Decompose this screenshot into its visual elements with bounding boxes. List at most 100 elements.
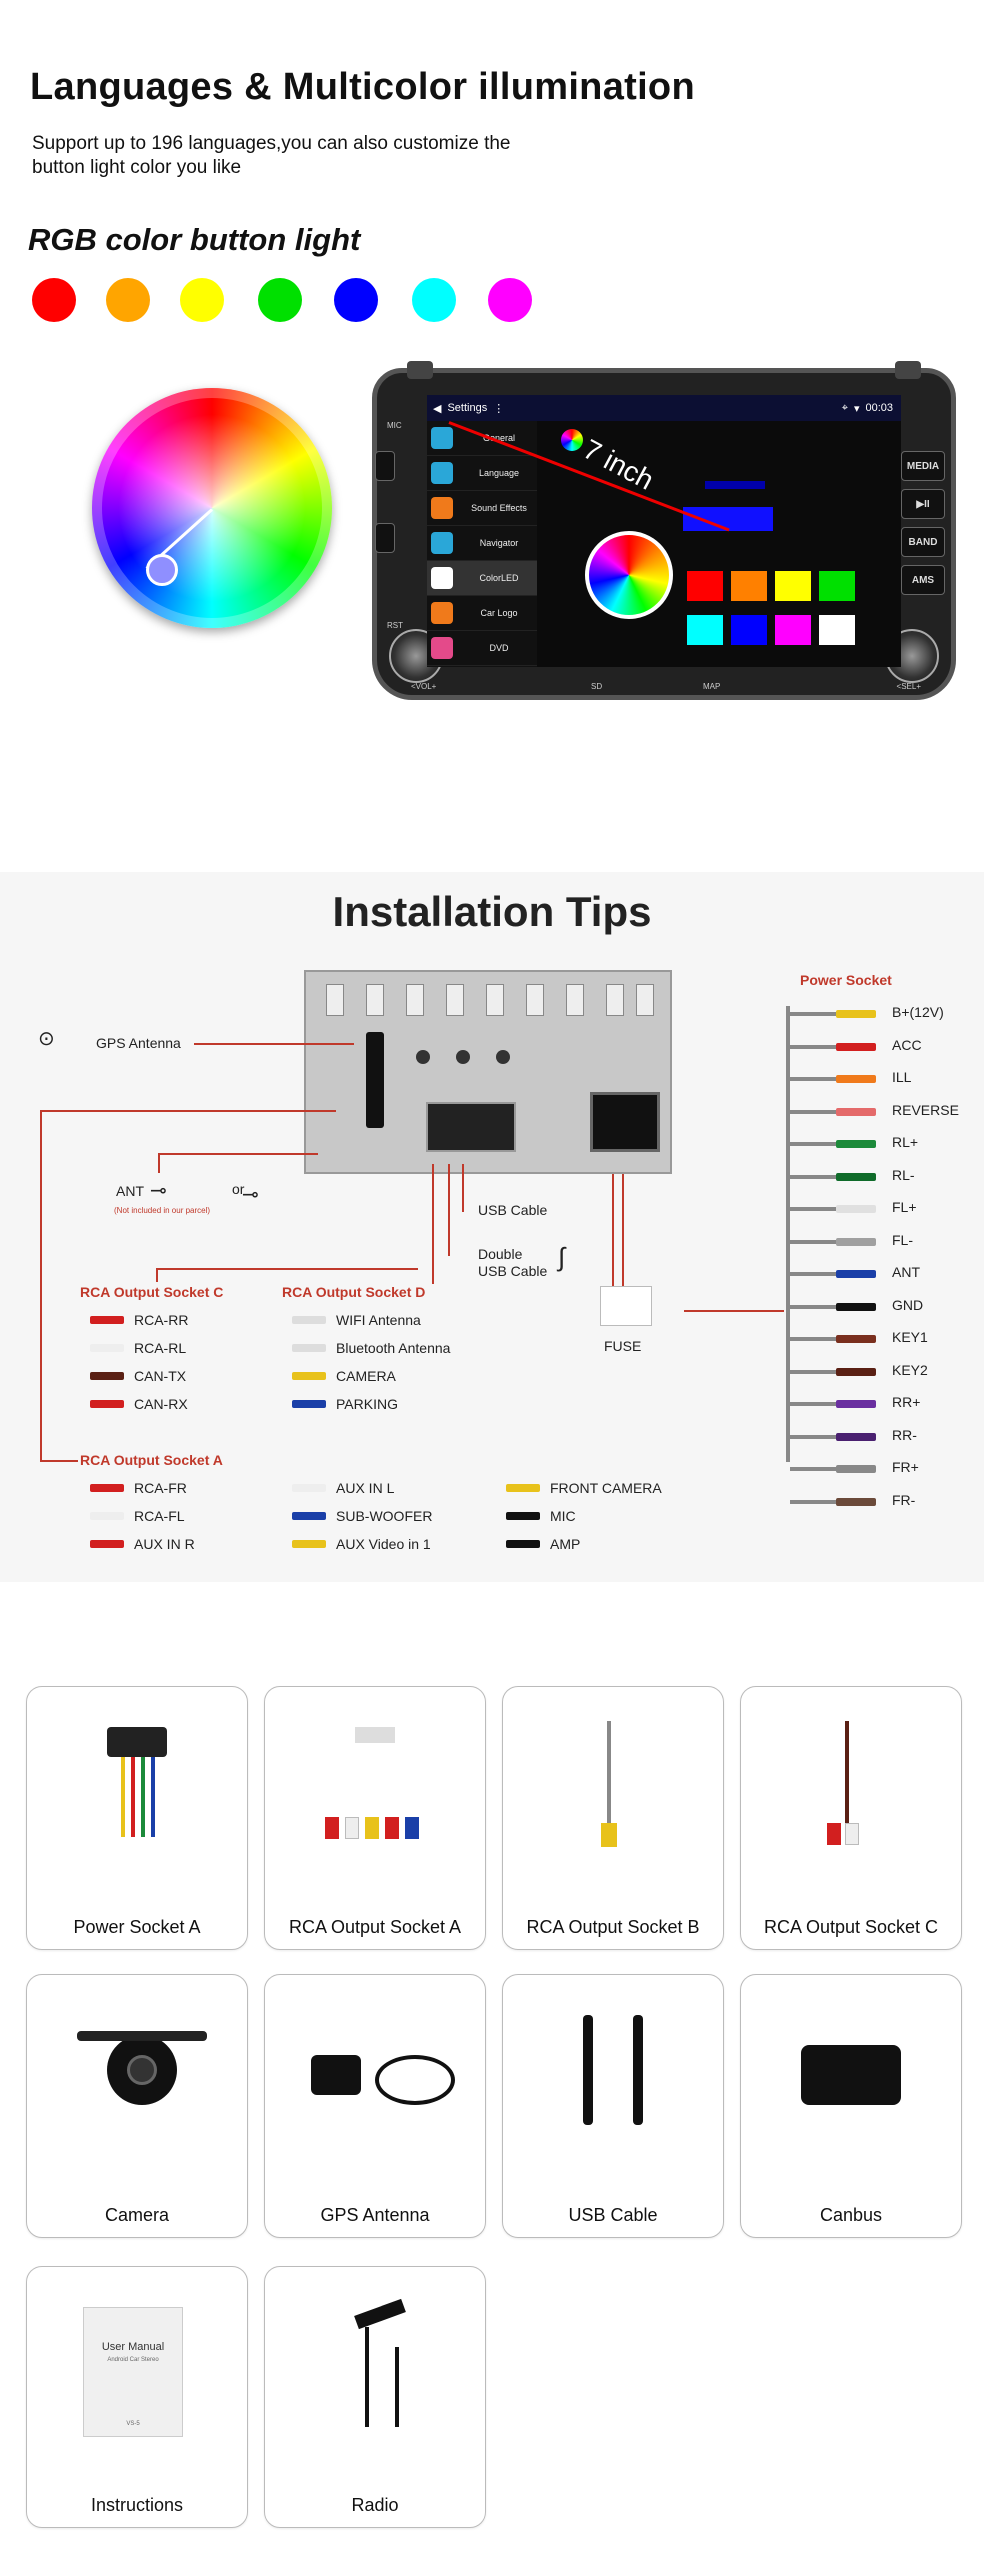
power-wire-color [836, 1367, 876, 1376]
menu-item[interactable]: DVD [427, 631, 537, 666]
rca-label: MIC [550, 1508, 576, 1524]
rca-plug-icon [292, 1512, 326, 1520]
rca-c-wire [156, 1268, 418, 1270]
power-wire-color [836, 1497, 876, 1506]
unit-chassis [304, 970, 672, 1174]
color-swatch[interactable] [775, 615, 811, 645]
ant-wire [158, 1153, 318, 1155]
power-wire-label: RR+ [892, 1394, 921, 1410]
menu-item[interactable]: Car Logo [427, 596, 537, 631]
accessory-name: USB Cable [568, 2205, 658, 2225]
accessory-image [265, 2267, 485, 2437]
menu-item[interactable]: Navigator [427, 526, 537, 561]
ams-button[interactable]: AMS [901, 565, 945, 595]
side-button[interactable] [375, 451, 395, 481]
accessory-card: GPS Antenna [264, 1974, 486, 2238]
color-dot [488, 278, 532, 322]
color-swatch[interactable] [687, 571, 723, 601]
menu-icon [431, 462, 453, 484]
menu-item-label: Car Logo [480, 608, 518, 618]
fuse-wire [622, 1174, 624, 1286]
color-swatch[interactable] [775, 571, 811, 601]
accessory-card: Canbus [740, 1974, 962, 2238]
band-button[interactable]: BAND [901, 527, 945, 557]
rca-plug-icon [90, 1372, 124, 1380]
mini-color-wheel-icon[interactable] [585, 531, 673, 619]
vent [526, 984, 544, 1016]
menu-item[interactable]: Language [427, 456, 537, 491]
power-wire-label: ANT [892, 1264, 920, 1280]
rca-a-wire [40, 1460, 78, 1462]
rca-d-wire [432, 1164, 434, 1284]
more-icon[interactable]: ⋮ [493, 402, 505, 415]
settings-title: Settings [447, 402, 488, 414]
menu-item[interactable]: Sound Effects [427, 491, 537, 526]
or-label: or [232, 1181, 245, 1197]
power-wire-color [836, 1107, 876, 1116]
color-swatch[interactable] [819, 615, 855, 645]
power-wire-color [836, 1140, 876, 1148]
mount-tab [895, 361, 921, 379]
wheel-ring [92, 388, 332, 628]
rca-label: WIFI Antenna [336, 1312, 421, 1328]
menu-item[interactable]: ColorLED [427, 561, 537, 596]
power-wire [790, 1044, 836, 1049]
gps-antenna-icon: ⊙ [38, 1028, 55, 1050]
rca-plug-icon [292, 1540, 326, 1548]
chassis-hole [496, 1050, 510, 1064]
menu-item[interactable]: General [427, 421, 537, 456]
rca-plug-icon [292, 1344, 326, 1352]
manual-title: User Manual [101, 2341, 165, 2353]
power-wire-label: FR- [892, 1491, 916, 1508]
power-wire-color [836, 1400, 876, 1408]
side-button[interactable] [375, 523, 395, 553]
gps-label: GPS Antenna [96, 1035, 181, 1051]
chassis-hole [416, 1050, 430, 1064]
power-wire-label: RL+ [892, 1134, 919, 1150]
color-dot [412, 278, 456, 322]
color-swatch[interactable] [687, 615, 723, 645]
power-wire [790, 1369, 836, 1374]
power-wire-color [836, 1335, 876, 1343]
accessory-name: Power Socket A [73, 1917, 201, 1937]
panel-label [705, 481, 765, 489]
media-button[interactable]: MEDIA [901, 451, 945, 481]
rca-plug-icon [506, 1484, 540, 1492]
power-wire [790, 1304, 836, 1309]
menu-item-label: DVD [489, 643, 509, 653]
accessory-image [741, 1687, 961, 1857]
accessory-card: USB Cable [502, 1974, 724, 2238]
rca-label: AMP [550, 1536, 581, 1552]
rca-plug-icon [90, 1344, 124, 1352]
color-swatch[interactable] [819, 571, 855, 601]
rca-label: AUX IN L [336, 1480, 395, 1496]
usb-cable-label: USB Cable [478, 1202, 548, 1218]
mount-tab [407, 361, 433, 379]
rca-plug-icon [90, 1484, 124, 1492]
color-swatch[interactable] [731, 615, 767, 645]
rca-label: RCA-RL [134, 1340, 187, 1356]
accessory-image [741, 1975, 961, 2145]
power-wire-label: FR+ [892, 1459, 919, 1475]
power-arrow [684, 1310, 784, 1312]
color-swatch[interactable] [731, 571, 767, 601]
menu-item-label: ColorLED [479, 573, 519, 583]
power-wire [790, 1434, 836, 1439]
accessory-name: GPS Antenna [320, 2205, 430, 2225]
fuse-wire [612, 1174, 614, 1286]
accessory-name: RCA Output Socket B [526, 1917, 700, 1937]
menu-item-label: Navigator [479, 538, 519, 548]
menu-item-label: General [482, 433, 516, 443]
accessory-card: RCA Output Socket C [740, 1686, 962, 1950]
rca-plug-icon [506, 1540, 540, 1548]
play-button[interactable]: ▶II [901, 489, 945, 519]
power-wire [790, 1337, 836, 1341]
accessory-name: Radio [351, 2495, 399, 2515]
color-dot [334, 278, 378, 322]
back-icon[interactable]: ◀ [433, 402, 442, 415]
menu-item-label: Sound Effects [471, 503, 527, 513]
color-wheel-icon [92, 388, 332, 628]
rca-a-title: RCA Output Socket A [80, 1452, 223, 1468]
power-wire-label: GND [892, 1296, 924, 1313]
usb-wire [448, 1164, 450, 1256]
